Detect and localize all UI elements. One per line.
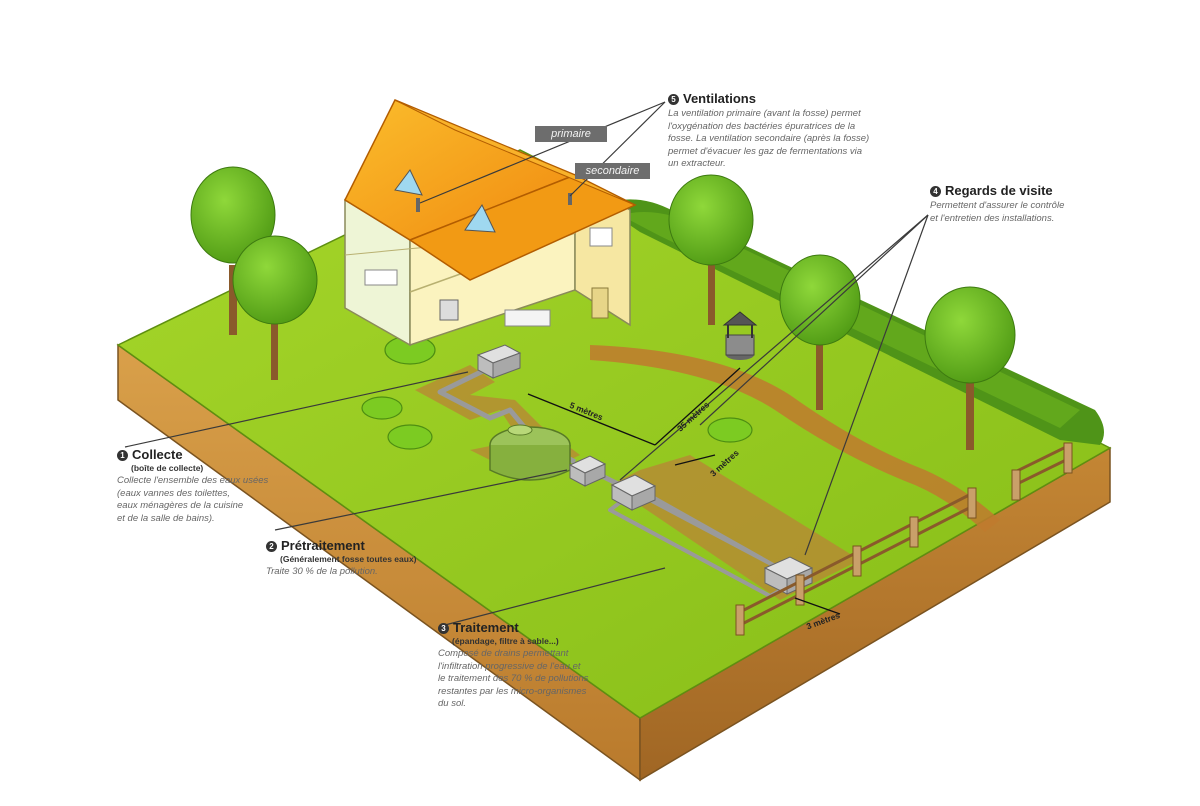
label-pretraitement: 2 Prétraitement (Généralement fosse toute… bbox=[266, 538, 486, 579]
label-ventilations: 5 Ventilations La ventilation primaire (a… bbox=[668, 91, 908, 171]
badge-3: 3 bbox=[438, 623, 449, 634]
collection-box bbox=[476, 344, 522, 379]
ventilations-desc: La ventilation primaire (avant la fosse)… bbox=[668, 108, 870, 169]
dimension-arrows bbox=[527, 367, 841, 615]
tag-secondaire: secondaire bbox=[575, 163, 650, 179]
traitement-sub: (épandage, filtre à sable...) bbox=[452, 636, 559, 646]
collecte-title: Collecte bbox=[132, 447, 183, 462]
ventilations-title: Ventilations bbox=[683, 91, 756, 106]
pretraitement-sub: (Généralement fosse toutes eaux) bbox=[280, 554, 417, 564]
bushes bbox=[361, 335, 753, 450]
tree-mid bbox=[779, 254, 861, 410]
collecte-desc: Collecte l'ensemble des eaux usées (eaux… bbox=[117, 475, 269, 524]
traitement-desc: Composé de drains permettant l'infiltrat… bbox=[438, 648, 589, 709]
distribution-box bbox=[610, 474, 657, 511]
tree-right bbox=[924, 286, 1016, 450]
regards-title: Regards de visite bbox=[945, 183, 1053, 198]
label-collecte: 1 Collecte (boîte de collecte) Collecte l… bbox=[117, 447, 317, 525]
badge-2: 2 bbox=[266, 541, 277, 552]
badge-5: 5 bbox=[668, 94, 679, 105]
tree-back bbox=[668, 174, 754, 325]
leader-lines bbox=[124, 101, 929, 626]
regards-desc: Permettent d'assurer le contrôle et l'en… bbox=[930, 200, 1065, 224]
collecte-sub: (boîte de collecte) bbox=[131, 463, 204, 473]
dirt-path bbox=[590, 345, 1000, 532]
pretraitement-desc: Traite 30 % de la pollution. bbox=[266, 566, 378, 577]
label-traitement: 3 Traitement (épandage, filtre à sable...… bbox=[438, 620, 653, 711]
septic-tank bbox=[489, 424, 571, 481]
badge-1: 1 bbox=[117, 450, 128, 461]
tag-primaire: primaire bbox=[535, 126, 607, 142]
well bbox=[722, 311, 758, 360]
badge-4: 4 bbox=[930, 186, 941, 197]
tree-left-2 bbox=[232, 235, 318, 380]
pretraitement-title: Prétraitement bbox=[281, 538, 365, 553]
traitement-title: Traitement bbox=[453, 620, 519, 635]
junction-box bbox=[568, 455, 607, 487]
label-regards: 4 Regards de visite Permettent d'assurer … bbox=[930, 183, 1120, 225]
tree-left-1 bbox=[190, 166, 276, 335]
